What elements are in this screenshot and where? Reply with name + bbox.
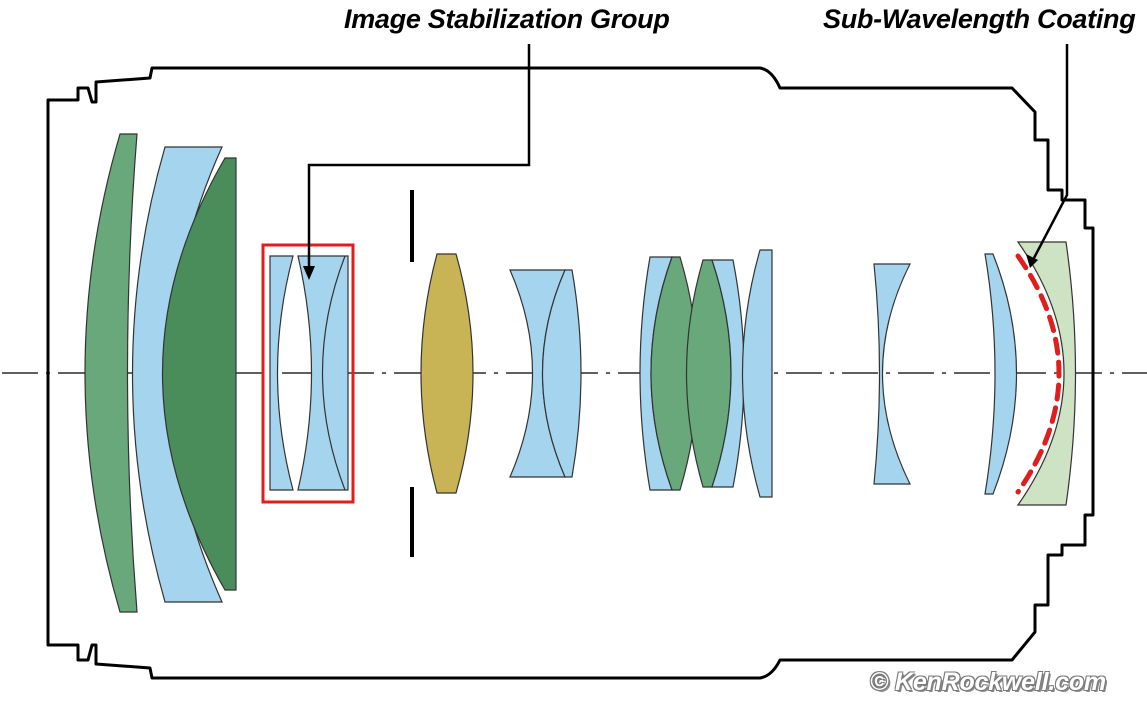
lens-element-mid-4 [711, 259, 745, 488]
lens-element-3 [161, 157, 237, 591]
lens-element-rear-2 [984, 253, 1018, 495]
is-callout-arrowhead [303, 266, 315, 280]
sub-wavelength-coating-label: Sub-Wavelength Coating [823, 4, 1136, 34]
is-callout-leader [307, 44, 531, 270]
lens-element-last [1016, 241, 1077, 506]
lens-element-mid-5 [741, 249, 773, 498]
lens-element-1 [84, 133, 138, 613]
image-stabilization-group-label: Image Stabilization Group [344, 4, 670, 34]
lens-barrel-outline [46, 66, 1095, 680]
coating-callout-arrowhead [1026, 254, 1038, 268]
is-lens-element-2-interface [321, 255, 346, 491]
copyright-watermark: © KenRockwell.com [870, 668, 1106, 696]
sub-wavelength-coating-marker [1015, 253, 1062, 495]
lens-element-rear-1 [873, 263, 911, 485]
coating-callout-leader [1032, 44, 1069, 259]
lens-element-doublet-b [542, 269, 582, 478]
is-lens-element-1 [269, 255, 294, 491]
lens-element-gold [420, 253, 474, 494]
